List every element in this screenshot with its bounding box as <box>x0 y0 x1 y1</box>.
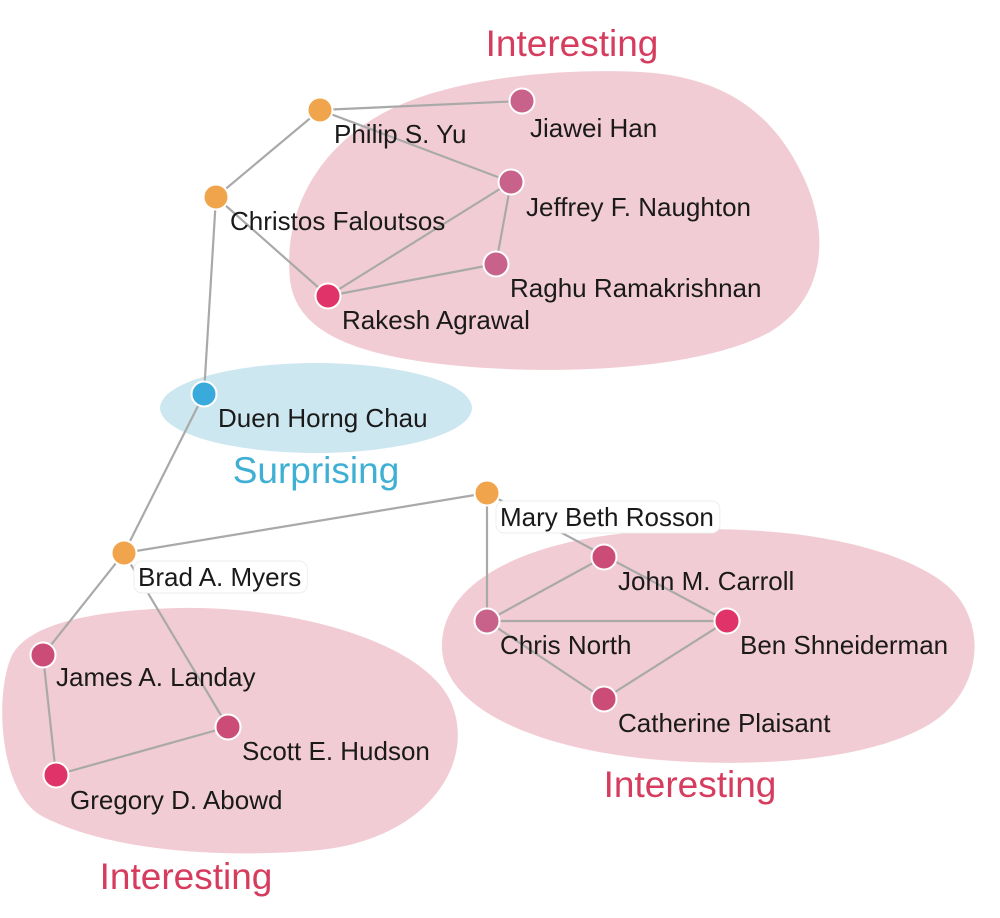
node-rakesh-agrawal[interactable] <box>314 282 342 310</box>
edge-philip-s-yu-to-christos-faloutsos <box>215 109 321 198</box>
group-label-interesting-right: Interesting <box>604 764 777 805</box>
node-gregory-d-abowd[interactable] <box>42 761 70 789</box>
node-label-chris-north: Chris North <box>500 630 631 660</box>
edge-jeffrey-f-naughton-to-rakesh-agrawal <box>327 181 512 297</box>
node-label-james-a-landay: James A. Landay <box>56 662 255 692</box>
node-chris-north[interactable] <box>473 607 501 635</box>
group-label-surprising: Surprising <box>233 450 400 491</box>
node-john-m-carroll[interactable] <box>590 543 618 571</box>
node-label-rakesh-agrawal: Rakesh Agrawal <box>342 305 530 335</box>
edge-philip-s-yu-to-jeffrey-f-naughton <box>319 108 512 184</box>
node-label-jiawei-han: Jiawei Han <box>530 113 657 143</box>
label-backgrounds <box>133 500 721 594</box>
edge-raghu-ramakrishnan-to-rakesh-agrawal <box>327 262 497 298</box>
edge-christos-faloutsos-to-duen-horng-chau <box>202 196 218 395</box>
interesting-region-right <box>441 529 975 763</box>
nodes <box>29 87 741 789</box>
node-labels: Philip S. Yu Jiawei Han Christos Falouts… <box>56 113 948 815</box>
group-label-interesting-top: Interesting <box>486 23 659 64</box>
edge-philip-s-yu-to-jiawei-han <box>319 99 523 112</box>
edge-jeffrey-f-naughton-to-raghu-ramakrishnan <box>494 181 513 265</box>
node-label-philip-s-yu: Philip S. Yu <box>334 119 467 149</box>
node-duen-horng-chau[interactable] <box>190 380 218 408</box>
edge-duen-horng-chau-to-brad-a-myers <box>123 393 205 554</box>
node-philip-s-yu[interactable] <box>306 96 334 124</box>
surprising-region <box>160 363 472 453</box>
edge-chris-north-to-catherine-plaisant <box>486 620 605 700</box>
node-catherine-plaisant[interactable] <box>590 685 618 713</box>
edge-chris-north-to-john-m-carroll <box>486 556 605 622</box>
node-jiawei-han[interactable] <box>508 87 536 115</box>
node-label-mary-beth-rosson-background <box>495 500 721 534</box>
node-jeffrey-f-naughton[interactable] <box>497 168 525 196</box>
node-label-ben-shneiderman: Ben Shneiderman <box>740 630 948 660</box>
node-label-gregory-d-abowd: Gregory D. Abowd <box>70 785 282 815</box>
node-ben-shneiderman[interactable] <box>713 607 741 635</box>
node-label-jeffrey-f-naughton: Jeffrey F. Naughton <box>526 192 751 222</box>
node-label-raghu-ramakrishnan: Raghu Ramakrishnan <box>510 273 761 303</box>
node-mary-beth-rosson[interactable] <box>473 479 501 507</box>
edge-brad-a-myers-to-mary-beth-rosson <box>123 491 488 555</box>
node-james-a-landay[interactable] <box>29 641 57 669</box>
edge-gregory-d-abowd-to-scott-e-hudson <box>55 725 229 777</box>
node-label-christos-faloutsos: Christos Faloutsos <box>230 206 445 236</box>
node-scott-e-hudson[interactable] <box>214 713 242 741</box>
node-label-scott-e-hudson: Scott E. Hudson <box>242 736 430 766</box>
node-christos-faloutsos[interactable] <box>202 183 230 211</box>
node-raghu-ramakrishnan[interactable] <box>482 250 510 278</box>
edge-catherine-plaisant-to-ben-shneiderman <box>603 620 728 700</box>
interesting-region-top <box>289 71 820 370</box>
edge-christos-faloutsos-to-rakesh-agrawal <box>215 196 329 297</box>
node-label-brad-a-myers: Brad A. Myers <box>138 562 301 592</box>
node-label-duen-horng-chau: Duen Horng Chau <box>218 403 428 433</box>
node-brad-a-myers[interactable] <box>110 539 138 567</box>
edge-james-a-landay-to-gregory-d-abowd <box>41 654 58 776</box>
node-label-mary-beth-rosson: Mary Beth Rosson <box>500 502 714 532</box>
edge-brad-a-myers-to-james-a-landay <box>42 552 125 656</box>
node-label-john-m-carroll: John M. Carroll <box>618 566 794 596</box>
node-label-catherine-plaisant: Catherine Plaisant <box>618 708 831 738</box>
group-label-interesting-bottom-left: Interesting <box>100 856 273 897</box>
node-label-brad-a-myers-background <box>133 560 308 594</box>
